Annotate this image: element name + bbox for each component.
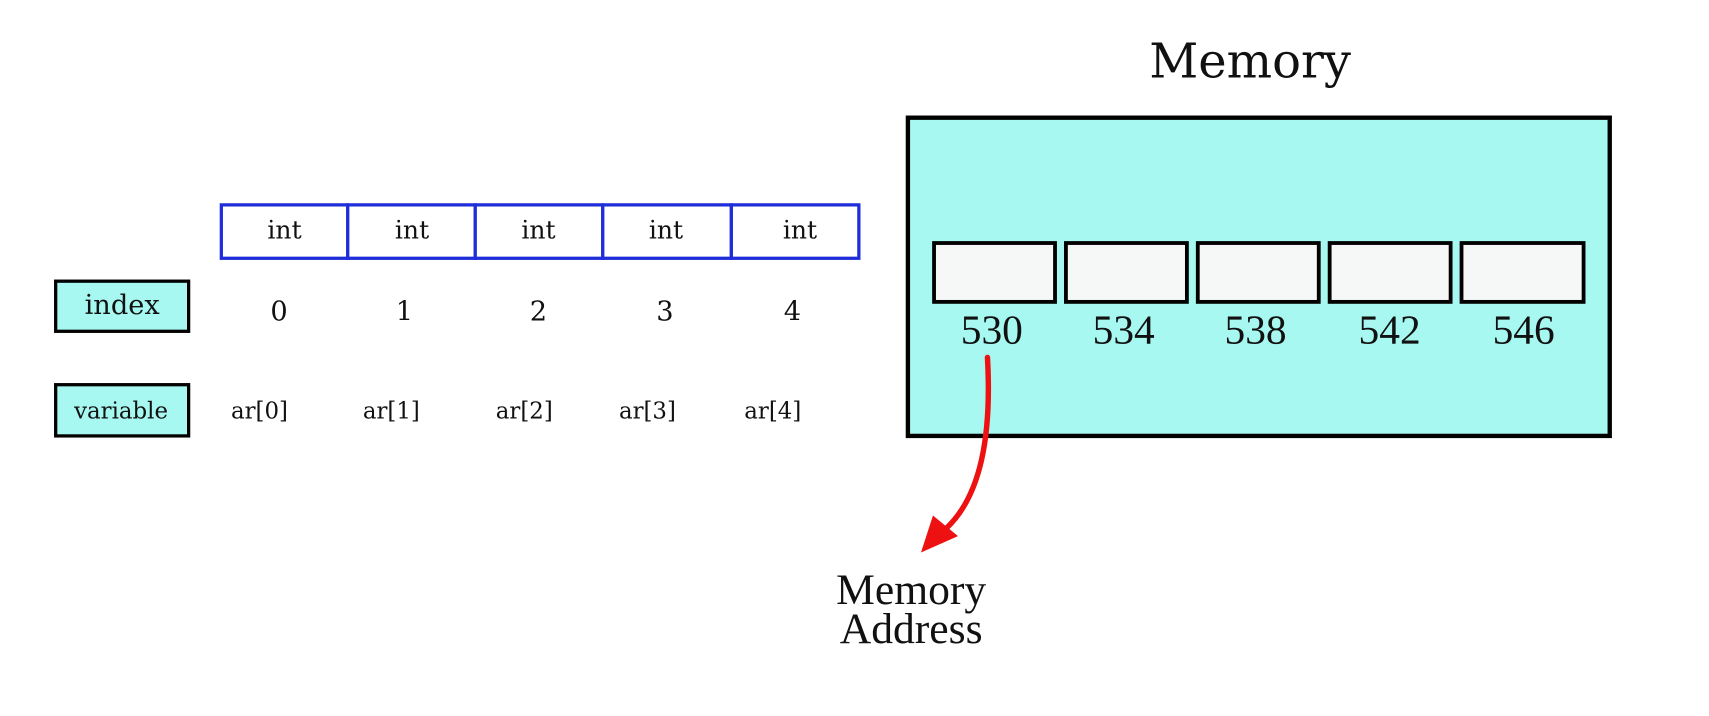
array-index: 2 (530, 296, 547, 327)
memory-cells (932, 241, 1586, 304)
memory-address-arrow (943, 354, 992, 532)
array-type-cell (219, 203, 350, 260)
array-index: 1 (396, 296, 413, 327)
index-label: index (85, 290, 161, 321)
variable-label-box (54, 383, 191, 438)
array-type-label: int (395, 216, 429, 245)
memory-address-label: 546 (1493, 306, 1555, 352)
index-label-box (54, 279, 191, 333)
array-variable: ar[3] (619, 398, 676, 424)
memory-address-label: 542 (1359, 306, 1421, 352)
array-type-label: int (521, 216, 555, 245)
array-index: 3 (656, 296, 673, 327)
array-variable: ar[4] (744, 398, 801, 424)
memory-cell (1459, 241, 1586, 304)
memory-cell (1327, 241, 1453, 304)
memory-cell (932, 241, 1057, 304)
array-type-label: int (267, 216, 301, 245)
array-variable: ar[0] (231, 398, 288, 424)
memory-cell (1064, 241, 1189, 304)
array-type-cell (729, 203, 861, 260)
array-index: 0 (270, 296, 287, 327)
memory-address-caption-line1: Memory (836, 566, 986, 614)
memory-address-label: 530 (961, 306, 1023, 352)
array-variable: ar[2] (496, 398, 553, 424)
arrowhead-icon (920, 515, 959, 553)
array-variable: ar[1] (363, 398, 420, 424)
variable-label: variable (73, 398, 168, 424)
memory-address-label: 538 (1224, 306, 1286, 352)
memory-title: Memory (1149, 33, 1351, 89)
array-type-label: int (649, 216, 683, 245)
memory-address-caption-line2: Address (840, 605, 983, 653)
memory-address-label: 534 (1093, 306, 1155, 352)
array-type-cell (601, 203, 733, 260)
array-index: 4 (784, 296, 801, 327)
array-type-row (219, 203, 861, 260)
memory-cell (1195, 241, 1321, 304)
array-type-cell (346, 203, 477, 260)
array-type-label: int (783, 216, 817, 245)
